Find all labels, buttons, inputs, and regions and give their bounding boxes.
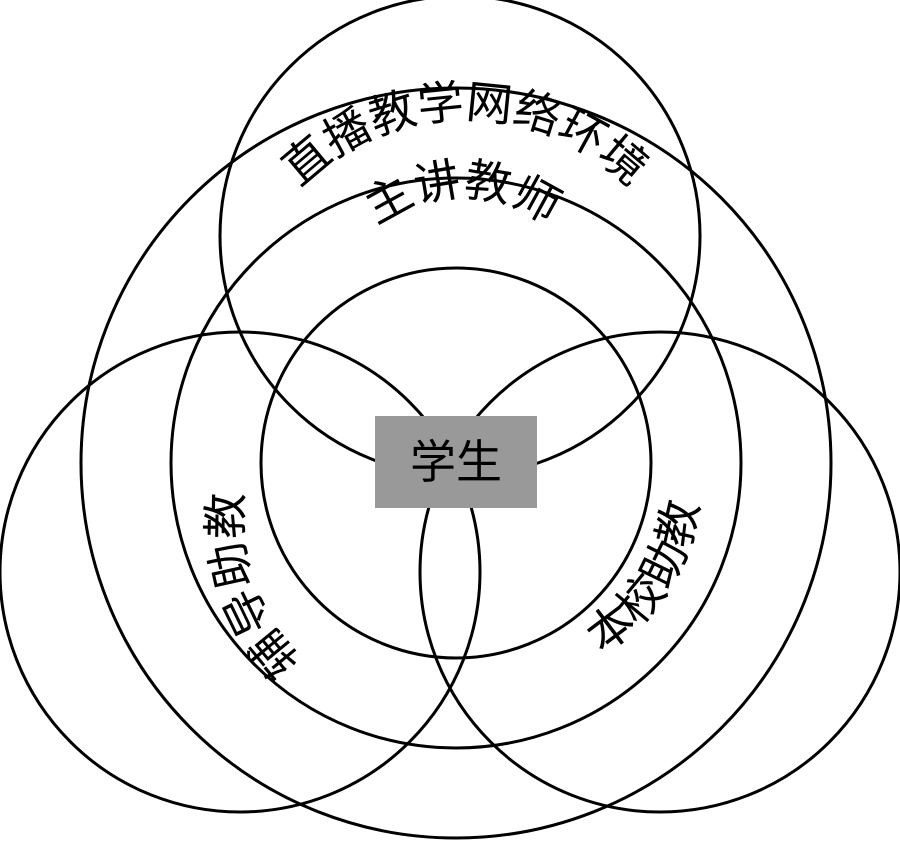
student-inner-circle [259, 266, 653, 660]
left-assistant-label: 辅导助教 [198, 492, 309, 689]
teacher-circle [218, 0, 702, 478]
right-assistant-circle [418, 330, 900, 814]
middle-ring-circle [169, 176, 743, 750]
student-box [375, 416, 537, 508]
left-assistant-circle [0, 330, 482, 814]
student-label: 学生 [410, 435, 502, 489]
teacher-label: 主讲教师 [355, 152, 569, 234]
network-environment-circle [79, 86, 833, 840]
